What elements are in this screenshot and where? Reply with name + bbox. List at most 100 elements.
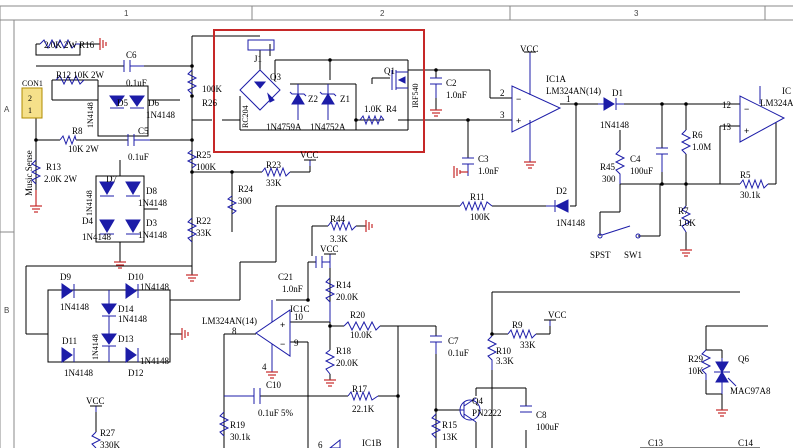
r5-label: R5 [740,170,751,180]
r9-value: 33K [520,340,536,350]
ic1c-pin4: 4 [262,362,267,372]
ic-right-part: LM324AN [760,98,793,108]
gnd-d7 [114,261,126,269]
r24-value: 300 [238,196,252,206]
q4-label: Q4 [472,396,483,406]
r10-label: R10 [496,346,512,356]
q6-label: Q6 [738,354,749,364]
r27-label: R27 [100,428,116,438]
gnd-ic1c [266,371,278,379]
d2-part: 1N4148 [556,218,585,228]
c4-value: 100uF [630,166,653,176]
r12-resistor [55,74,85,86]
vcc-r23: VCC [300,150,319,160]
ic1c-label: IC1C [290,304,310,314]
ic-right-pin12: 12 [722,100,731,110]
c6-label: C6 [126,50,137,60]
r29-resistor [700,349,712,380]
gnd-r18 [324,379,336,387]
r17-value: 22.1K [352,404,375,414]
d8-part: 1N4148 [138,198,167,208]
r14-label: R14 [336,280,352,290]
r18-label: R18 [336,346,352,356]
ic-right-pin13: 13 [722,122,732,132]
r20-label: R20 [350,310,366,320]
con1-connector: 2 1 CON1 Music Sense [21,79,43,196]
r14-resistor [324,277,336,322]
r27-value: 330K [100,440,121,448]
r11-resistor [459,200,493,212]
r19-value: 30.1k [230,432,251,442]
d12-label: D12 [128,368,144,378]
d5-label: D5 [117,98,128,108]
d7-label: D7 [106,174,117,184]
r12-label: R12 10K 2W [56,70,105,80]
r7-value: 1.0K [678,218,696,228]
r45-resistor [614,149,626,184]
svg-text:−: − [280,339,285,349]
vcc-ic1a: VCC [520,44,539,54]
ruler-col-2: 2 [380,9,385,18]
d13-label: D13 [118,334,134,344]
c7-label: C7 [448,336,459,346]
highlight-box [213,29,425,153]
vcc-symbols [90,51,556,407]
c21-value: 1.0nF [282,284,303,294]
r26-label: R26 [202,98,218,108]
gnd-d-bridge [181,328,189,340]
d7-part: 1N4148 [85,190,94,216]
d6-label: D6 [148,98,159,108]
d7-diode [99,181,115,195]
r8-value: 10K 2W [68,144,99,154]
r13-value: 2.0K 2W [44,174,77,184]
ic1c-pin10: 10 [294,312,304,322]
c2-value: 1.0nF [446,90,467,100]
z1-part: 1N4752A [310,122,346,132]
ic1c-pin8: 8 [232,326,237,336]
q1-part: IRF540 [411,84,420,108]
r11-label: R11 [470,192,485,202]
svg-text:+: + [744,126,749,136]
r23-resistor [261,166,291,178]
vcc-r27: VCC [86,396,105,406]
component-labels: 2.0K 2W R16 C6 0.1uF R12 10K 2W D5 D6 1N… [44,40,793,448]
gnd-ic1a [524,161,536,169]
j1-jumper [247,39,275,51]
r29-value: 10K [688,366,704,376]
ic-right-opamp [739,95,786,143]
q6-part: MAC97A8 [730,386,771,396]
d11-part: 1N4148 [64,368,93,378]
ic1a-label: IC1A [546,74,567,84]
r45-value: 300 [602,174,616,184]
vcc-c21: VCC [320,244,339,254]
r14-value: 20.0K [336,292,359,302]
d4-diode [99,219,115,233]
sw1-label: SW1 [624,250,642,260]
ruler-col-1: 1 [124,9,129,18]
rc204-label: RC204 [241,105,250,128]
d12-part: 1N4148 [140,356,169,366]
r25-value: 100K [196,162,217,172]
spst-label: SPST [590,250,611,260]
d9-diode [61,283,73,299]
d11-label: D11 [62,336,77,346]
ic1a-opamp [511,85,562,133]
r19-resistor [218,411,230,437]
con1-pin1: 1 [28,106,32,115]
d14-label: D14 [118,304,134,314]
con1-label: CON1 [22,79,43,88]
d12-diode [125,347,137,363]
d14-part: 1N4148 [118,314,147,324]
r44-value: 3.3K [330,234,348,244]
d10-part: 1N4148 [140,282,169,292]
ic1c-pin9: 9 [294,338,299,348]
svg-text:−: − [516,94,521,104]
sw1-switch [601,225,631,236]
ic1a-pin1: 1 [566,94,571,104]
ic1b-pin6: 6 [318,440,323,448]
c10-label: C10 [266,380,282,390]
d9-part: 1N4148 [60,302,89,312]
d13-part: 1N4148 [91,334,100,360]
r15-label: R15 [442,420,458,430]
d3-part: 1N4148 [138,230,167,240]
